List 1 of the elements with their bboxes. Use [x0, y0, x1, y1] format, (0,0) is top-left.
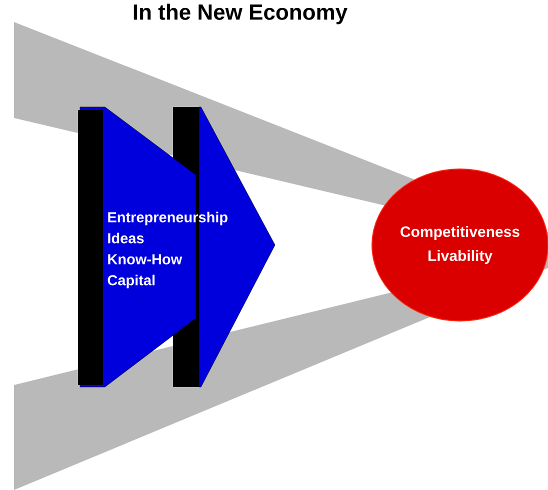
title: In the New Economy: [134, 4, 348, 24]
